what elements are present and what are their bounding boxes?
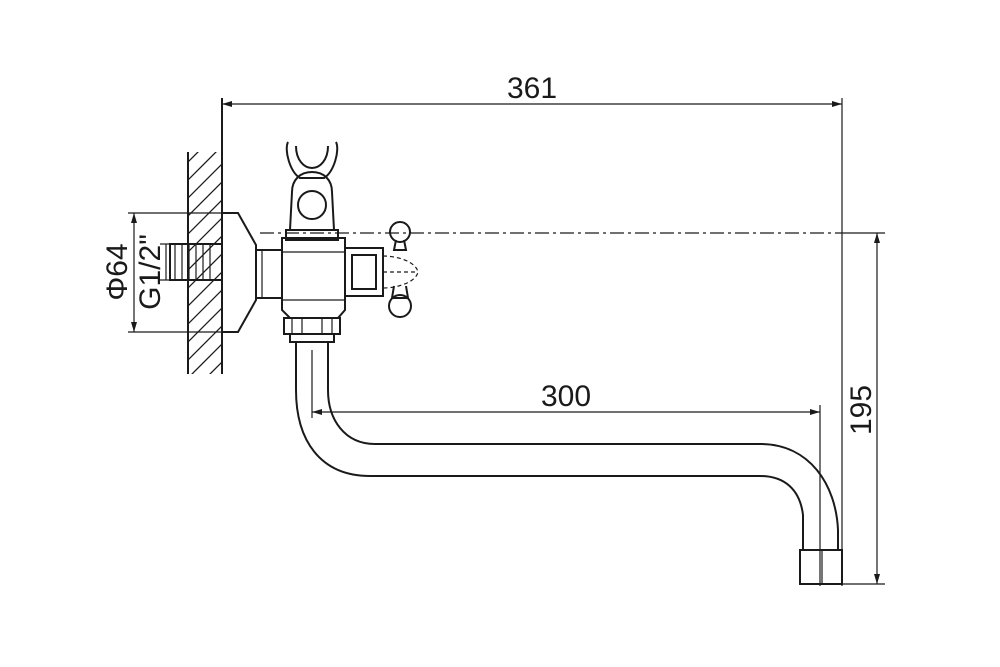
dimension-flange-diameter-label: Φ64 <box>101 243 134 300</box>
dimension-spout-reach-label: 300 <box>541 380 591 413</box>
mixer-body <box>281 237 346 319</box>
spout-nut <box>283 317 341 343</box>
escutcheon-flange <box>222 212 257 333</box>
inlet-thread <box>169 243 223 281</box>
wall-hatching <box>188 152 222 374</box>
dimension-flange-diameter: Φ64 <box>101 212 238 333</box>
dimension-height-label: 195 <box>845 385 878 435</box>
shower-holder <box>285 141 339 241</box>
diverter-housing <box>344 247 419 297</box>
dimension-height: 195 <box>842 232 885 585</box>
dimension-overall-length-label: 361 <box>507 72 557 105</box>
diverter-knob <box>388 221 412 318</box>
dimension-overall-length: 361 <box>222 72 843 586</box>
wall <box>187 98 223 374</box>
dimension-spout-reach: 300 <box>311 350 821 586</box>
dimension-thread-size: G1/2" <box>134 234 170 310</box>
eccentric-connector <box>255 249 283 299</box>
dimension-thread-size-label: G1/2" <box>134 234 167 310</box>
spout <box>295 342 843 585</box>
